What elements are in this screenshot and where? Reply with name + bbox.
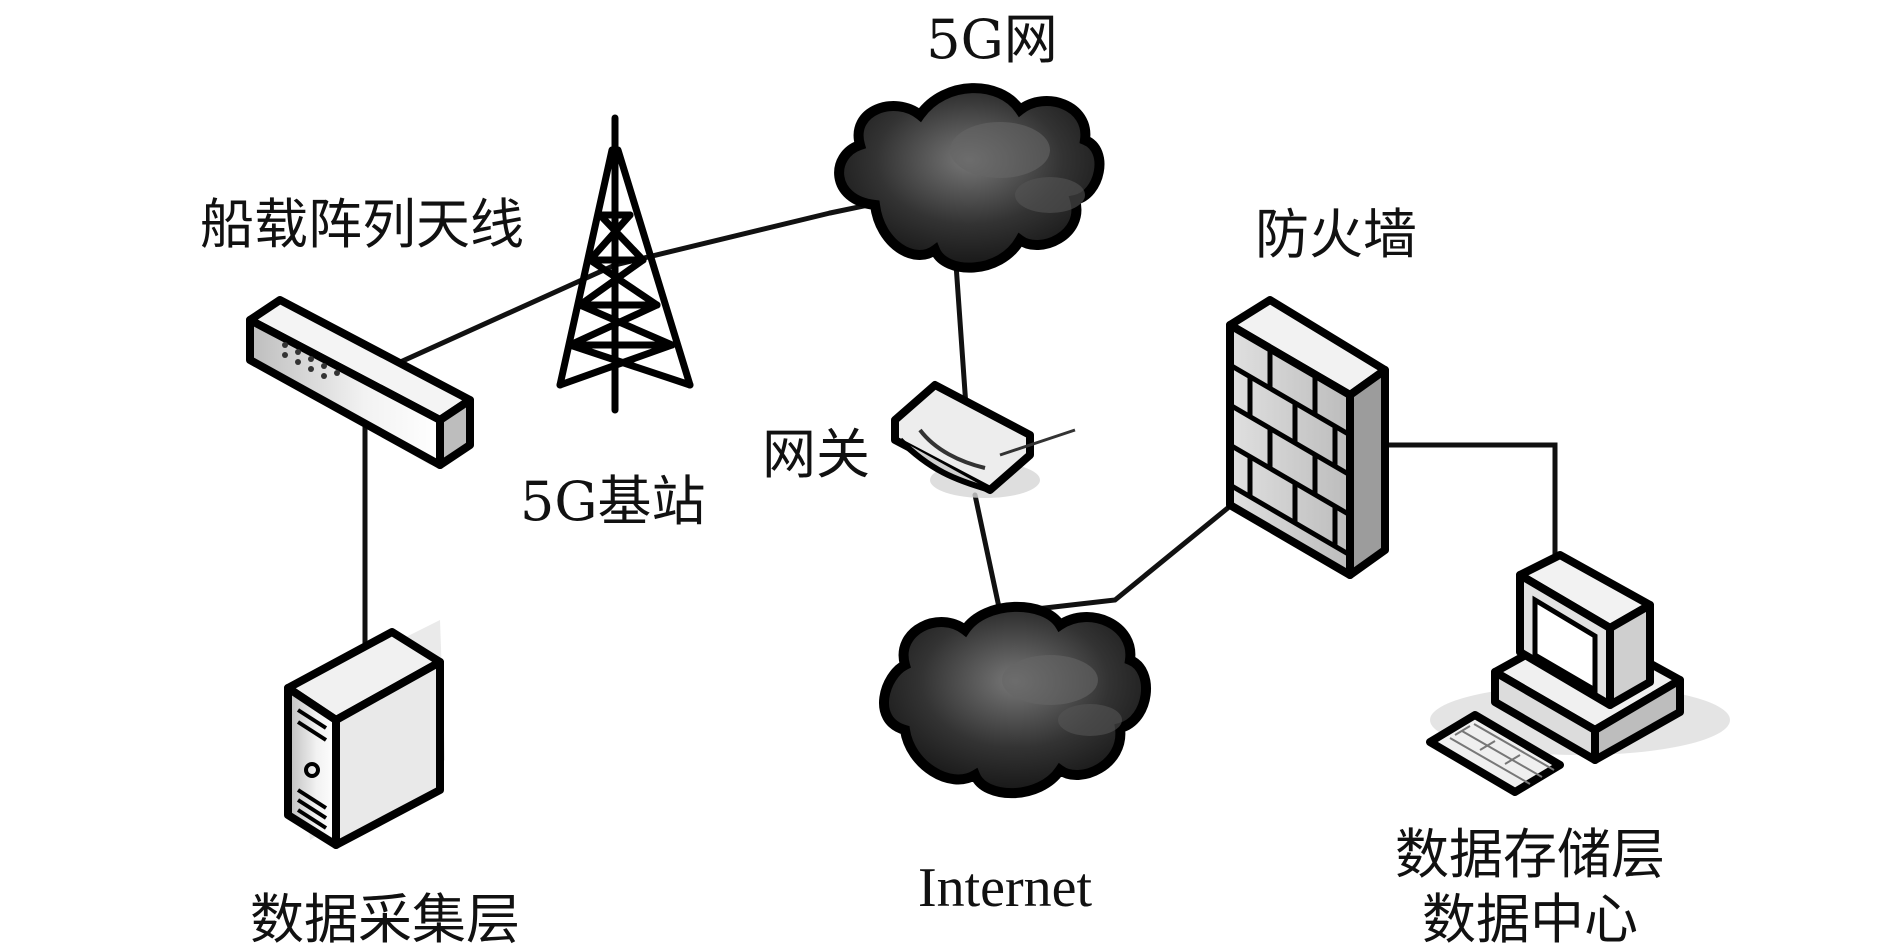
server-icon bbox=[284, 620, 445, 849]
antenna-array-icon bbox=[246, 296, 474, 469]
label-ship-antenna: 船载阵列天线 bbox=[200, 193, 524, 256]
label-gateway: 网关 bbox=[762, 423, 870, 486]
label-5g-base-station: 5G基站 bbox=[520, 470, 706, 533]
label-data-storage-layer: 数据存储层 bbox=[1395, 823, 1665, 886]
link-gateway-internet bbox=[972, 492, 1003, 615]
workstation-icon bbox=[1426, 551, 1730, 796]
firewall-icon bbox=[1226, 296, 1389, 579]
label-data-collection-layer: 数据采集层 bbox=[250, 888, 520, 951]
label-data-center: 数据中心 bbox=[1422, 888, 1638, 951]
cloud-icon-internet bbox=[879, 601, 1151, 799]
cell-tower-icon bbox=[556, 114, 694, 414]
label-internet: Internet bbox=[917, 857, 1093, 919]
cloud-icon bbox=[834, 83, 1105, 273]
label-5g-network: 5G网 bbox=[926, 8, 1058, 71]
label-firewall: 防火墙 bbox=[1255, 203, 1417, 266]
gateway-router-icon bbox=[891, 381, 1076, 498]
link-antenna-tower bbox=[362, 262, 618, 381]
